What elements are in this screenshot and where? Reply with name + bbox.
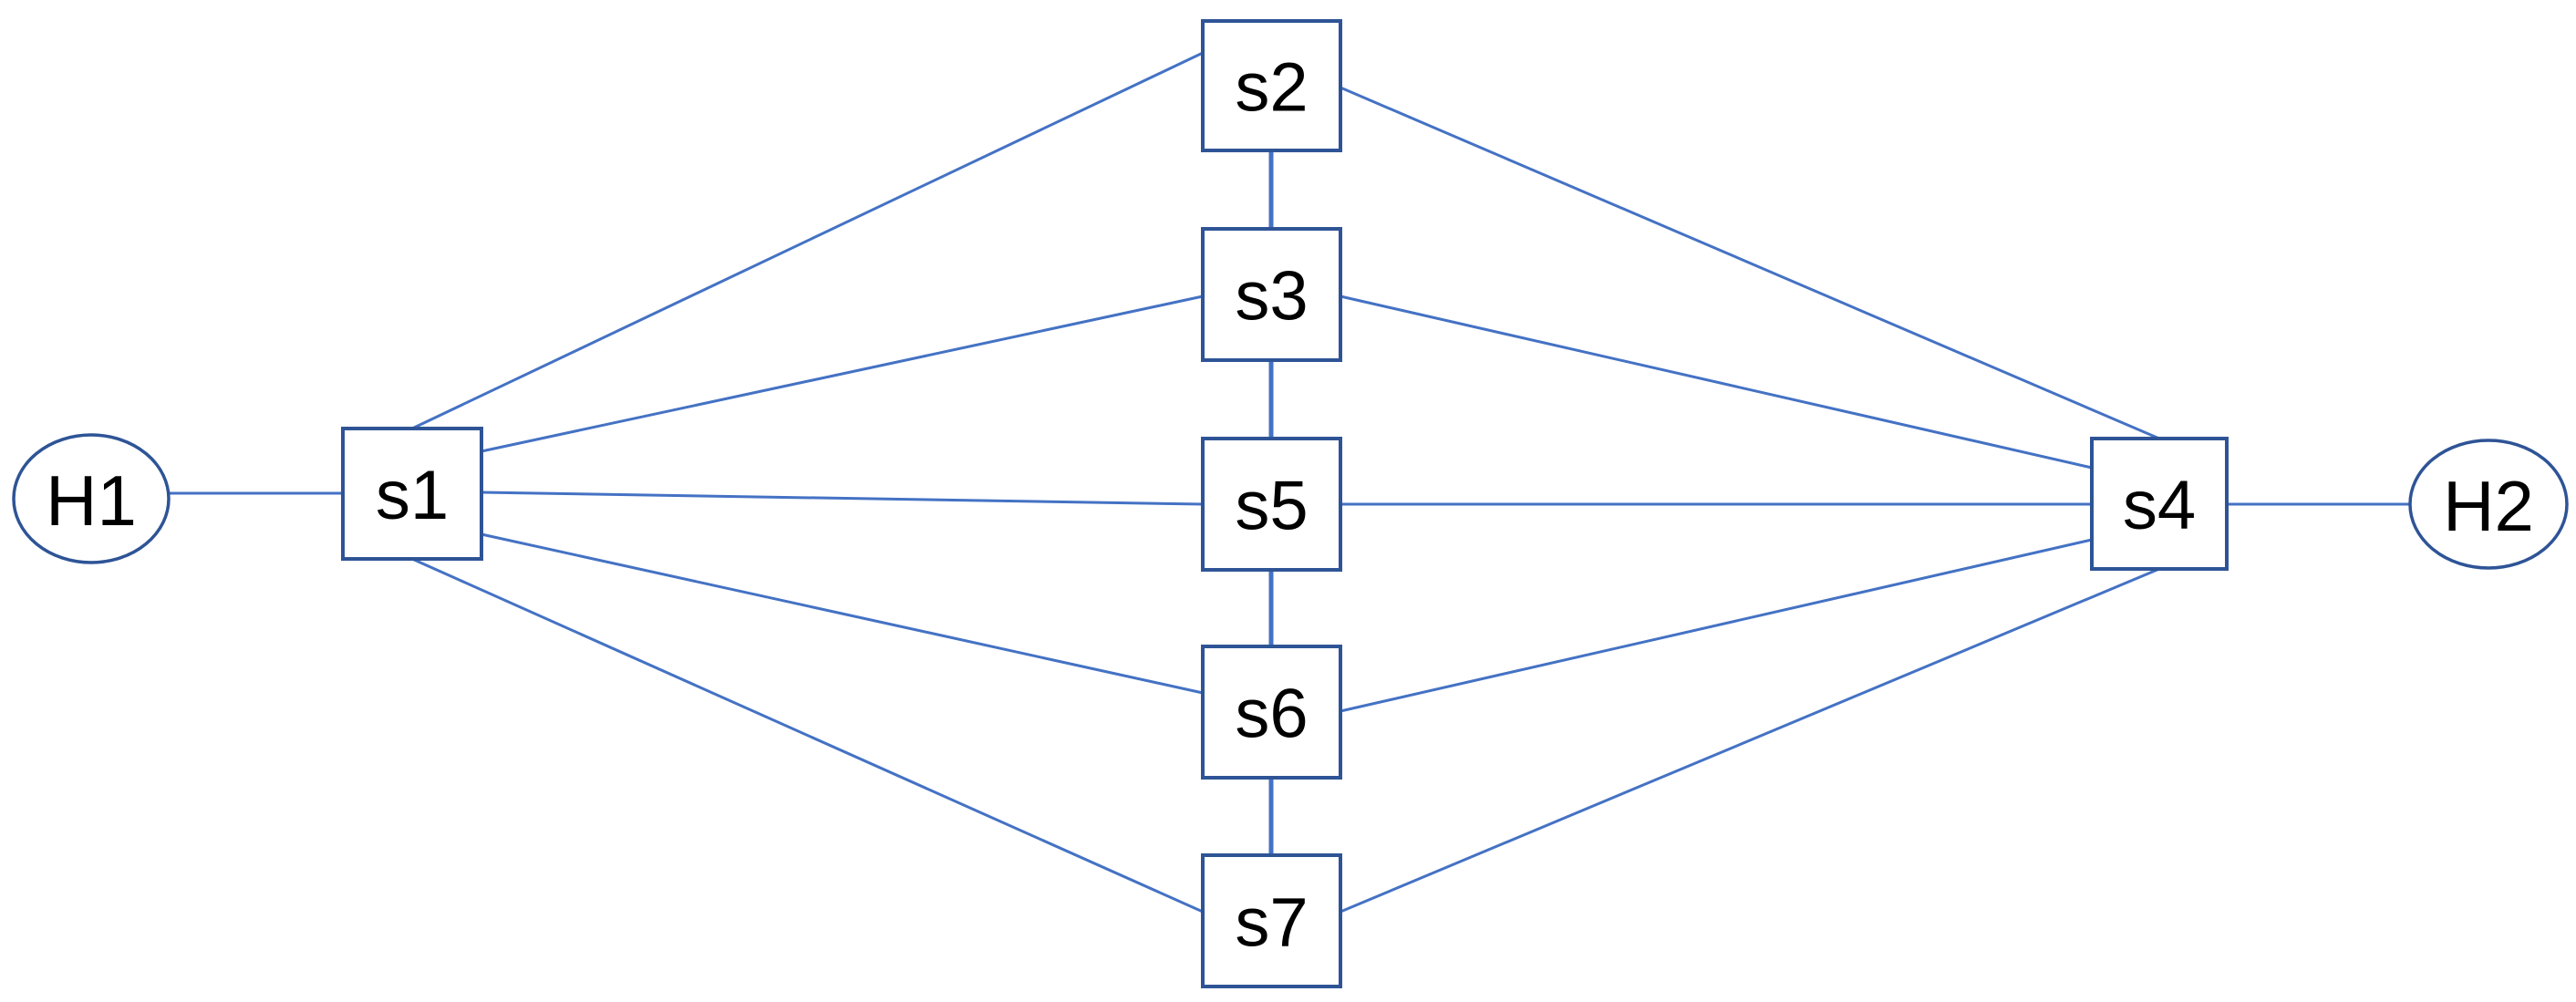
switch-box-s5[interactable] [1201, 437, 1342, 572]
host-circle-h2[interactable] [2408, 439, 2569, 570]
node-s1[interactable]: s1 [341, 427, 483, 561]
node-s4[interactable]: s4 [2090, 437, 2229, 571]
link-s2-s4[interactable] [1340, 86, 2160, 440]
node-s6[interactable]: s6 [1201, 645, 1342, 780]
node-s5[interactable]: s5 [1201, 437, 1342, 572]
node-label-h2: H2 [2443, 466, 2534, 546]
switch-box-s6[interactable] [1201, 645, 1342, 780]
link-s1-s3[interactable] [481, 294, 1204, 453]
node-h1[interactable]: H1 [12, 433, 171, 564]
node-label-s4: s4 [2123, 467, 2196, 544]
link-s1-s7[interactable] [411, 557, 1204, 914]
node-s3[interactable]: s3 [1201, 227, 1342, 362]
link-s1-s5[interactable] [481, 491, 1204, 506]
host-circle-h1[interactable] [12, 433, 171, 564]
node-s7[interactable]: s7 [1201, 853, 1342, 988]
node-label-s7: s7 [1235, 884, 1308, 962]
node-label-h1: H1 [46, 460, 137, 541]
link-s7-s4[interactable] [1340, 567, 2160, 914]
switch-box-s4[interactable] [2090, 437, 2229, 571]
link-s6-s4[interactable] [1340, 538, 2093, 713]
node-label-s6: s6 [1235, 676, 1308, 753]
node-s2[interactable]: s2 [1201, 19, 1342, 152]
node-label-s5: s5 [1235, 468, 1308, 545]
link-s3-s4[interactable] [1340, 294, 2093, 470]
node-h2[interactable]: H2 [2408, 439, 2569, 570]
node-label-s2: s2 [1235, 49, 1308, 127]
switch-box-s2[interactable] [1201, 19, 1342, 152]
node-layer: H1 s1 s2 s3 s5 s6 s7 s4 H2 [12, 19, 2569, 988]
link-s1-s6[interactable] [481, 532, 1204, 695]
switch-box-s3[interactable] [1201, 227, 1342, 362]
node-label-s1: s1 [376, 457, 449, 534]
node-label-s3: s3 [1235, 258, 1308, 336]
link-s1-s2[interactable] [411, 51, 1204, 430]
edge-layer [169, 51, 2410, 914]
switch-box-s7[interactable] [1201, 853, 1342, 988]
switch-box-s1[interactable] [341, 427, 483, 561]
